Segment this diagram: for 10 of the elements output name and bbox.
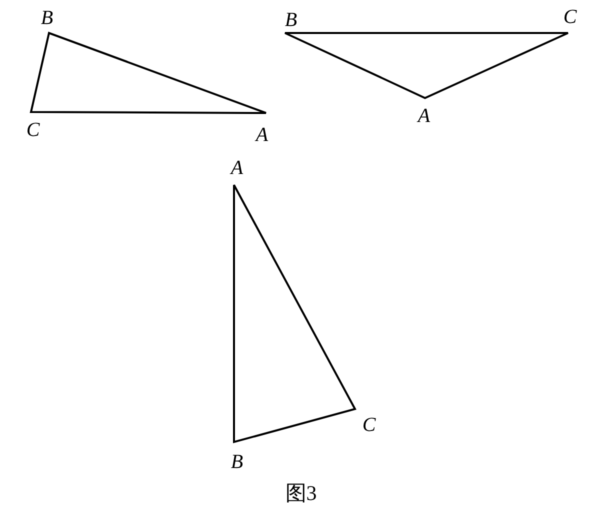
vertex-label: A (256, 125, 268, 145)
vertex-label: A (418, 106, 430, 126)
vertex-label: C (362, 415, 376, 435)
figure-caption: 图3 (285, 482, 317, 504)
vertex-label: B (230, 452, 244, 472)
vertex-label: A (230, 158, 244, 178)
vertex-label: B (40, 8, 54, 28)
vertex-label: B (284, 10, 298, 30)
vertex-label: C (563, 7, 577, 27)
vertex-label: C (26, 120, 40, 140)
